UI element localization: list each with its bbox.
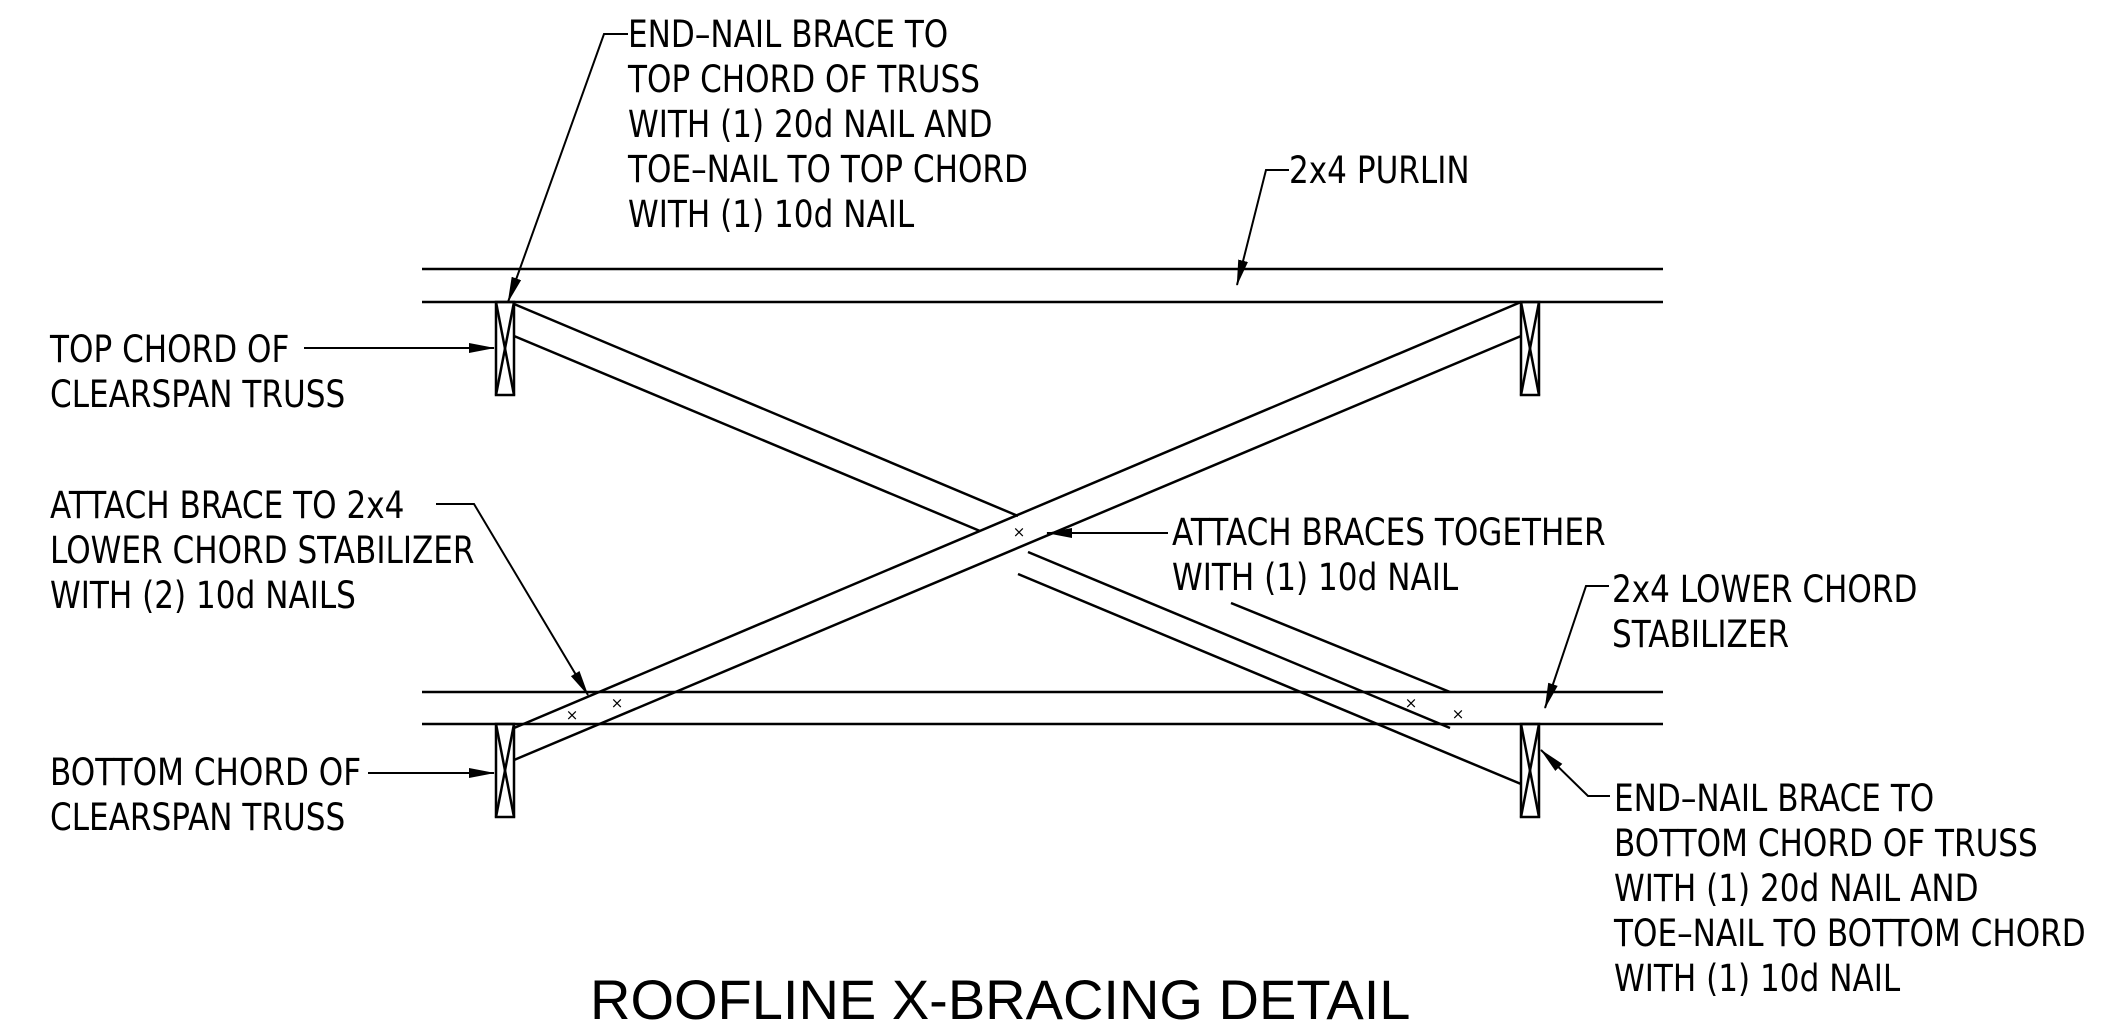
truss-chord-top-right <box>1519 300 1541 397</box>
svg-text:×: × <box>1405 694 1418 712</box>
brace-bottom-left-to-top-right <box>513 300 1522 762</box>
note-endnail-top: END–NAIL BRACE TO TOP CHORD OF TRUSS WIT… <box>628 13 1028 236</box>
truss-chord-bottom-left <box>494 722 516 819</box>
note-purlin: 2x4 PURLIN <box>1289 149 1470 192</box>
note-bottom-chord: BOTTOM CHORD OF CLEARSPAN TRUSS <box>50 751 362 839</box>
purlin <box>422 267 1663 304</box>
note-endnail-bottom: END–NAIL BRACE TO BOTTOM CHORD OF TRUSS … <box>1614 777 2086 1000</box>
note-attach-together: ATTACH BRACES TOGETHER WITH (1) 10d NAIL <box>1172 511 1606 599</box>
note-attach-brace: ATTACH BRACE TO 2x4 LOWER CHORD STABILIZ… <box>50 484 475 617</box>
svg-text:×: × <box>611 694 624 712</box>
leader-lines <box>304 33 1610 797</box>
svg-text:×: × <box>566 706 579 724</box>
svg-text:×: × <box>1013 523 1026 541</box>
brace-top-left-to-bottom-right <box>513 302 1522 786</box>
note-top-chord: TOP CHORD OF CLEARSPAN TRUSS <box>50 328 346 416</box>
lower-chord-stabilizer <box>422 690 1663 726</box>
drawing-title: ROOFLINE X-BRACING DETAIL <box>590 968 1411 1031</box>
nail-marks: × × × × × <box>566 523 1465 724</box>
svg-text:×: × <box>1452 705 1465 723</box>
truss-chord-top-left <box>494 300 516 397</box>
note-stabilizer: 2x4 LOWER CHORD STABILIZER <box>1612 568 1918 656</box>
truss-chord-bottom-right <box>1519 722 1541 819</box>
